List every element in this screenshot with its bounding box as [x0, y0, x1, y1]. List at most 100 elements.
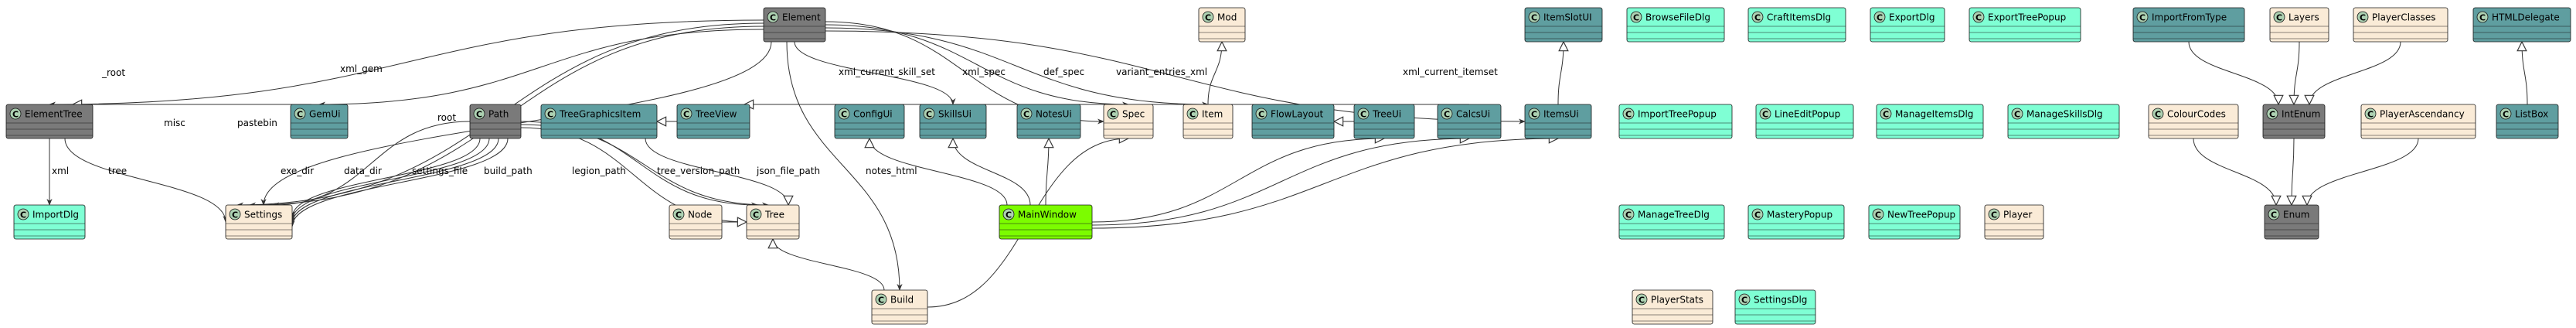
class-ExportDlg[interactable]: C ExportDlg [1870, 7, 1945, 43]
class-stereotype-glyph: C [1006, 210, 1012, 220]
class-name: ExportTreePopup [1988, 12, 2066, 23]
association-edge-Element-GemUi [318, 29, 764, 108]
class-box [1437, 104, 1502, 139]
class-stereotype-glyph: C [1625, 210, 1632, 220]
class-stereotype-icon [544, 108, 556, 120]
inheritance-edge-Layers-IntEnum [2294, 41, 2300, 104]
class-name: PlayerClasses [2372, 12, 2436, 23]
class-name: GemUi [309, 109, 341, 120]
inheritance-edge-ColourCodes-Enum [2193, 138, 2276, 205]
class-stereotype-icon [767, 11, 779, 23]
class-stereotype-icon [1988, 208, 2000, 220]
class-stereotype-icon [1873, 11, 1886, 23]
class-box [763, 7, 826, 43]
class-stereotype-glyph: C [2367, 110, 2374, 120]
edge-label-notes-html: notes_html [866, 166, 917, 176]
class-name: ManageItemsDlg [1895, 109, 1973, 120]
class-name: Layers [2288, 12, 2319, 23]
class-name: ExportDlg [1889, 12, 1935, 23]
class-stereotype-glyph: C [2503, 110, 2509, 120]
class-stereotype-icon [2266, 108, 2278, 120]
class-Element[interactable]: C Element [763, 7, 826, 43]
class-box [1734, 289, 1816, 325]
edge-label-xml-spec: xml_spec [962, 67, 1006, 77]
class-stereotype-glyph: C [1991, 210, 1997, 220]
class-ManageTreeDlg[interactable]: C ManageTreeDlg [1618, 204, 1725, 240]
class-name: Element [782, 12, 821, 23]
class-stereotype-icon [680, 108, 692, 120]
class-name: Spec [1122, 109, 1145, 120]
class-name: TreeGraphicsItem [559, 109, 641, 120]
class-stereotype-icon [1441, 108, 1453, 120]
class-name: ColourCodes [2167, 109, 2226, 120]
class-name: Item [1202, 109, 1223, 120]
edge-label-tree: tree [108, 166, 127, 176]
class-stereotype-glyph: C [1877, 13, 1883, 23]
class-stereotype-glyph: C [1360, 110, 1366, 120]
class-stereotype-glyph: C [770, 13, 776, 23]
class-Player[interactable]: C Player [1984, 204, 2044, 240]
inheritance-edge-TreeGraphicsItem-Tree [645, 138, 788, 205]
class-name: Tree [764, 210, 784, 220]
class-stereotype-icon [17, 208, 29, 220]
class-name: Player [2003, 210, 2032, 220]
class-name: ImportDlg [32, 210, 79, 220]
class-ExportTreePopup[interactable]: C ExportTreePopup [1969, 7, 2081, 43]
class-stereotype-glyph: C [1110, 110, 1116, 120]
class-name: ManageSkillsDlg [2026, 109, 2103, 120]
class-box [1868, 204, 1961, 240]
inheritance-edge-ListBox-HTMLDelegate [2522, 42, 2528, 105]
inheritance-edge-ItemsUi-ItemSlotUI [1557, 42, 1564, 105]
class-stereotype-glyph: C [1975, 13, 1982, 23]
edge-layer [46, 19, 2528, 308]
class-stereotype-glyph: C [1754, 210, 1761, 220]
class-stereotype-glyph: C [1633, 13, 1639, 23]
class-name: ManageTreeDlg [1638, 210, 1710, 220]
class-box [1632, 289, 1713, 325]
class-Spec[interactable]: C Spec [1103, 104, 1154, 139]
edge-label-misc: misc [164, 118, 185, 128]
class-stereotype-icon [875, 293, 887, 306]
class-name: IntEnum [2282, 109, 2320, 120]
